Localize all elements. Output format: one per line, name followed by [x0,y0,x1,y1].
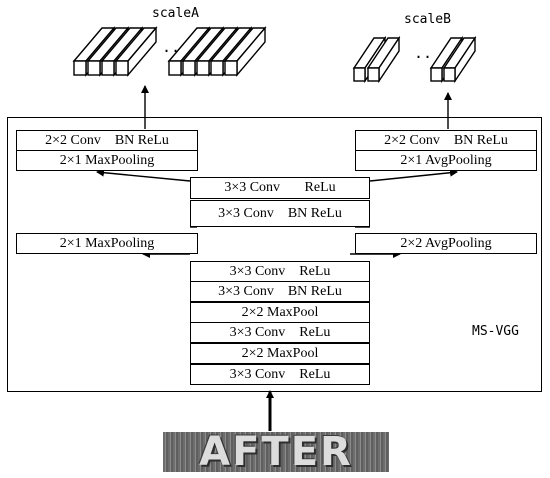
connector-arrow [369,168,458,182]
feature-map-slab [101,60,115,76]
right-conv-box: 2×2 Conv BN ReLu [355,130,537,151]
feature-map-slab [115,60,129,76]
backbone-layer: 2×2 MaxPool [190,343,370,364]
middle-conv2-box: 3×3 Conv BN ReLu [190,200,370,227]
feature-map-slab [443,67,456,82]
ms-vgg-frame [7,117,542,392]
feature-map-slab [87,60,101,76]
feature-map-slab [196,60,210,76]
feature-map-slab [210,60,224,76]
scale-a-ellipsis: .. [162,38,181,56]
connector-arrow [96,168,191,182]
scale-b-ellipsis: .. [414,44,433,62]
scale-a-feature-maps [72,26,267,77]
right-lower-pool-box: 2×2 AvgPooling [355,233,537,254]
feature-map-slab [367,67,380,82]
backbone-layer: 3×3 Conv ReLu [190,261,370,282]
feature-map-slab [224,60,238,76]
feature-map-slab [73,60,87,76]
input-text-image: AFTER [163,432,389,472]
left-pool-box: 2×1 MaxPooling [16,150,198,171]
middle-conv1-box: 3×3 Conv ReLu [190,177,370,199]
input-text: AFTER [199,432,353,472]
backbone-layer: 3×3 Conv ReLu [190,322,370,343]
feature-map-slab [353,67,366,82]
left-lower-pool-box: 2×1 MaxPooling [16,233,198,254]
scale-b-label: scaleB [404,12,451,27]
scale-a-label: scaleA [152,6,199,21]
feature-map-slab [168,60,182,76]
feature-map-slab [182,60,196,76]
feature-map-slab [430,67,443,82]
scale-b-feature-maps [352,35,477,84]
backbone-layer: 2×2 MaxPool [190,302,370,323]
backbone-layer: 3×3 Conv ReLu [190,364,370,385]
connectors [96,85,458,431]
left-conv-box: 2×2 Conv BN ReLu [16,130,198,151]
right-pool-box: 2×1 AvgPooling [355,150,537,171]
model-label: MS-VGG [472,324,519,339]
backbone-layer: 3×3 Conv BN ReLu [190,281,370,302]
